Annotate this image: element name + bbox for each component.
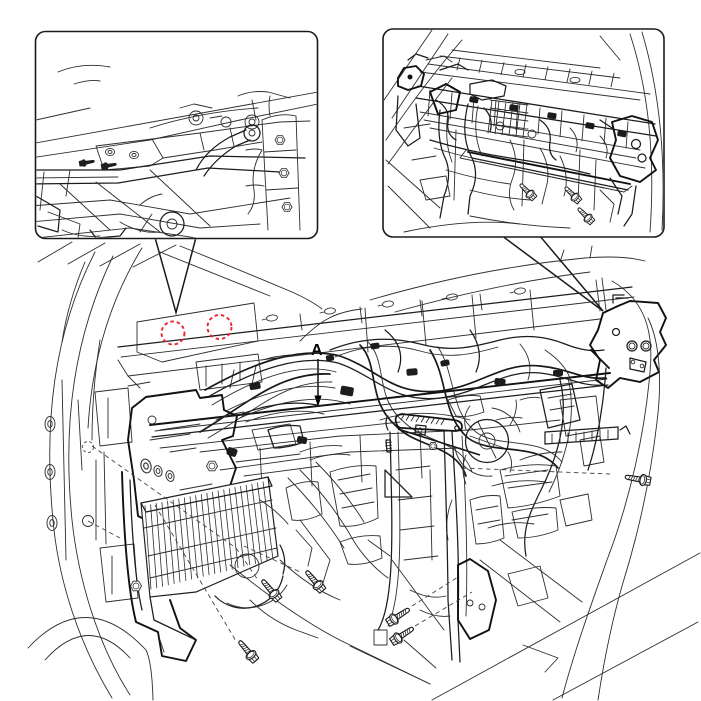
svg-text:A: A bbox=[311, 342, 323, 359]
